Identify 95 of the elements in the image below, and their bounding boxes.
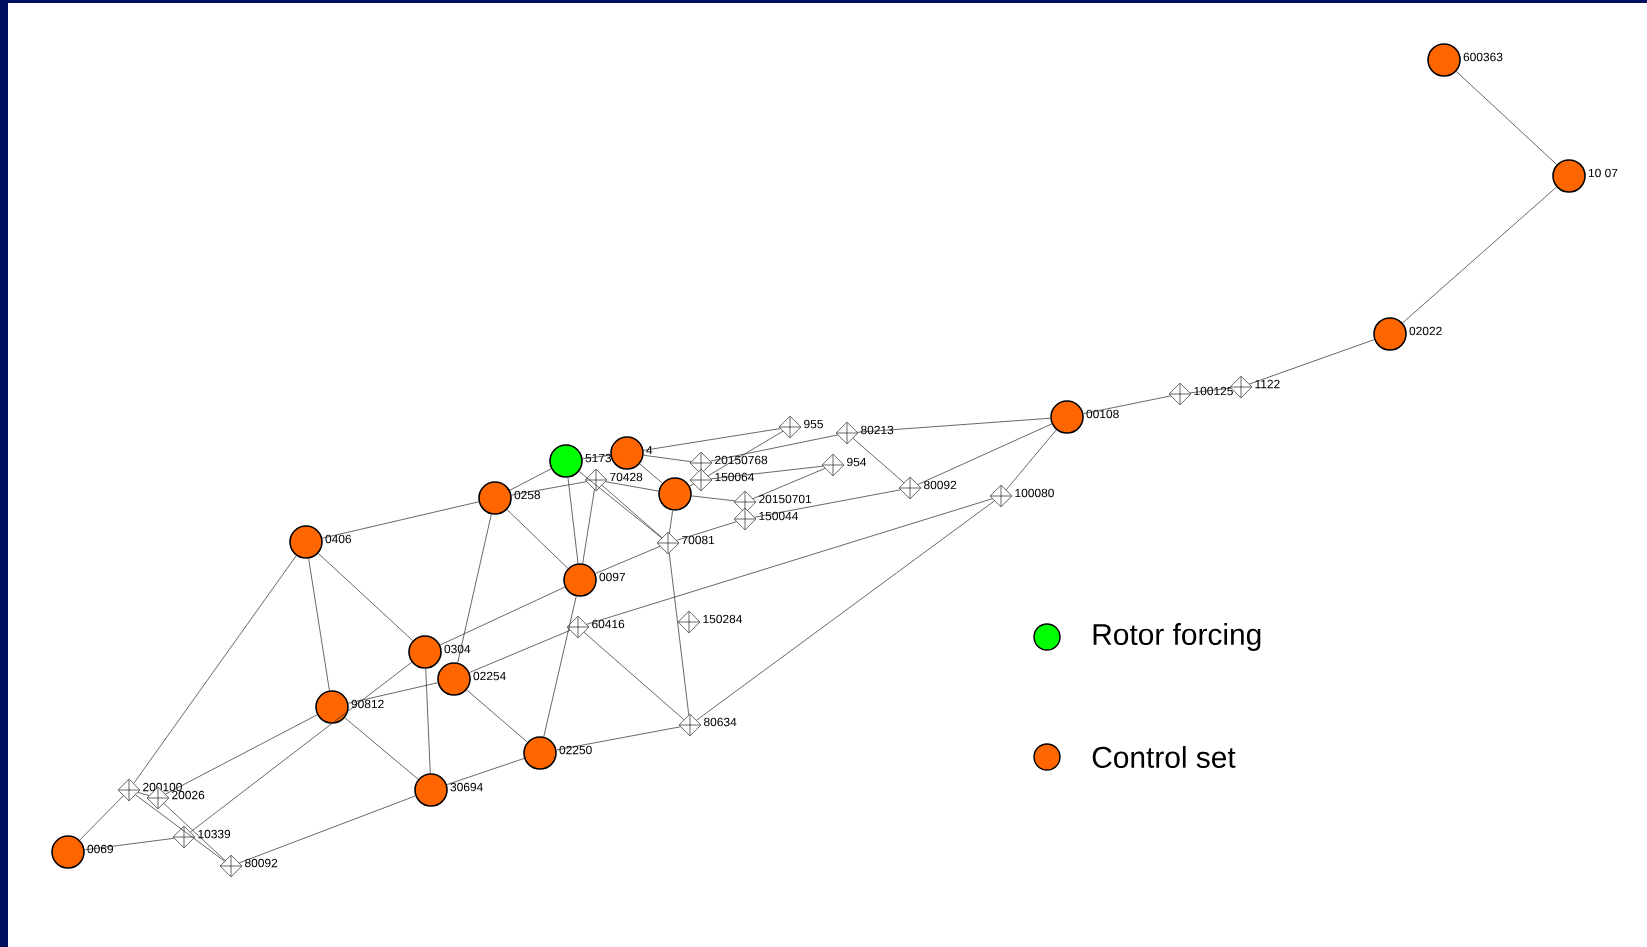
connector-line <box>511 481 587 496</box>
connector-line <box>1402 186 1557 324</box>
connector-line <box>137 792 150 796</box>
connector-line <box>1083 395 1171 414</box>
connector-line <box>1005 429 1057 491</box>
connector-line <box>643 428 781 451</box>
connector-line <box>439 586 566 646</box>
connector-line <box>582 489 595 564</box>
node-label: 90812 <box>351 699 384 709</box>
connector-line <box>425 668 431 774</box>
connector-line <box>696 500 995 721</box>
node-label: 150284 <box>703 614 743 624</box>
connector-line <box>754 489 901 518</box>
node-label: 5173 <box>585 453 612 463</box>
connector-line <box>84 837 175 851</box>
node-label: 20026 <box>172 790 205 800</box>
connector-line <box>691 495 736 502</box>
connector-line <box>163 803 226 861</box>
node-label: 02022 <box>1409 326 1442 336</box>
node-label: 80213 <box>861 425 894 435</box>
node-label: 10339 <box>198 829 231 839</box>
node-label: 0097 <box>599 572 625 582</box>
node-label: 1122 <box>1255 379 1280 389</box>
node-label: 80092 <box>245 858 278 868</box>
node-label: 70081 <box>682 535 715 545</box>
connector-line <box>586 498 993 625</box>
node-label: 150044 <box>759 511 799 521</box>
connector-line <box>676 521 737 541</box>
connector-line <box>135 794 225 862</box>
connector-line <box>322 501 479 539</box>
node-label: 10 07 <box>1588 168 1618 178</box>
connector-line <box>506 509 569 569</box>
connector-line <box>457 514 492 663</box>
node-label: 02254 <box>473 671 506 681</box>
node-label: 20150701 <box>759 494 812 504</box>
connector-line <box>543 596 577 737</box>
connector-line <box>668 552 690 716</box>
connector-line <box>752 468 826 499</box>
node-label: 60416 <box>592 619 625 629</box>
node-label: 0406 <box>325 534 352 544</box>
node-label: 70428 <box>610 472 643 482</box>
connector-line <box>469 630 571 673</box>
connector-line <box>133 555 297 784</box>
connector-line <box>79 795 124 841</box>
node-label: 4 <box>646 445 653 455</box>
connector-line <box>601 484 663 539</box>
connector-line <box>466 689 528 743</box>
connector-line <box>857 417 1051 433</box>
node-label: 0258 <box>514 490 541 500</box>
connector-line <box>707 430 784 477</box>
connector-line <box>308 558 330 691</box>
connector-line <box>578 471 663 539</box>
connector-line <box>348 682 438 704</box>
connector-line <box>165 714 318 795</box>
connector-line <box>1249 339 1375 385</box>
connector-line <box>556 726 681 751</box>
connector-line <box>852 437 905 484</box>
connector-line <box>582 454 611 460</box>
legend-label: Control set <box>1092 746 1236 768</box>
connector-line <box>1189 387 1232 394</box>
connector-line <box>318 553 414 641</box>
node-label: 02250 <box>559 745 592 755</box>
node-label: 955 <box>804 419 823 429</box>
connector-line <box>669 510 673 534</box>
node-label: 80634 <box>704 717 737 727</box>
connector-line <box>710 465 824 480</box>
connector-line <box>1456 71 1558 165</box>
connector-line <box>643 454 692 462</box>
node-label: 0304 <box>444 644 471 654</box>
connector-line <box>710 434 838 462</box>
connector-line <box>344 717 419 780</box>
node-label: 600363 <box>1463 52 1503 62</box>
legend-label: Rotor forcing <box>1093 623 1261 651</box>
connector-line <box>639 463 663 484</box>
connector-line <box>917 423 1053 485</box>
connector-line <box>509 468 552 491</box>
node-label: 954 <box>847 457 867 467</box>
connector-line <box>567 477 579 564</box>
node-label: 80092 <box>924 480 957 490</box>
node-label: 150064 <box>715 472 755 482</box>
node-label: 20150768 <box>715 455 768 465</box>
node-circle <box>658 477 692 511</box>
connector-line <box>238 795 416 864</box>
connector-line <box>689 483 694 487</box>
connector-line <box>446 758 525 785</box>
node-label: 100125 <box>1194 386 1233 396</box>
node-label: 00108 <box>1086 409 1119 419</box>
connector-line <box>190 661 413 833</box>
node-label: 30694 <box>450 782 483 792</box>
connector-line <box>583 631 685 721</box>
node-label: 0069 <box>87 844 113 854</box>
connector-line <box>595 546 661 574</box>
node-label: 200100 <box>143 782 182 792</box>
connector-line <box>605 481 659 492</box>
node-label: 100080 <box>1015 488 1054 498</box>
